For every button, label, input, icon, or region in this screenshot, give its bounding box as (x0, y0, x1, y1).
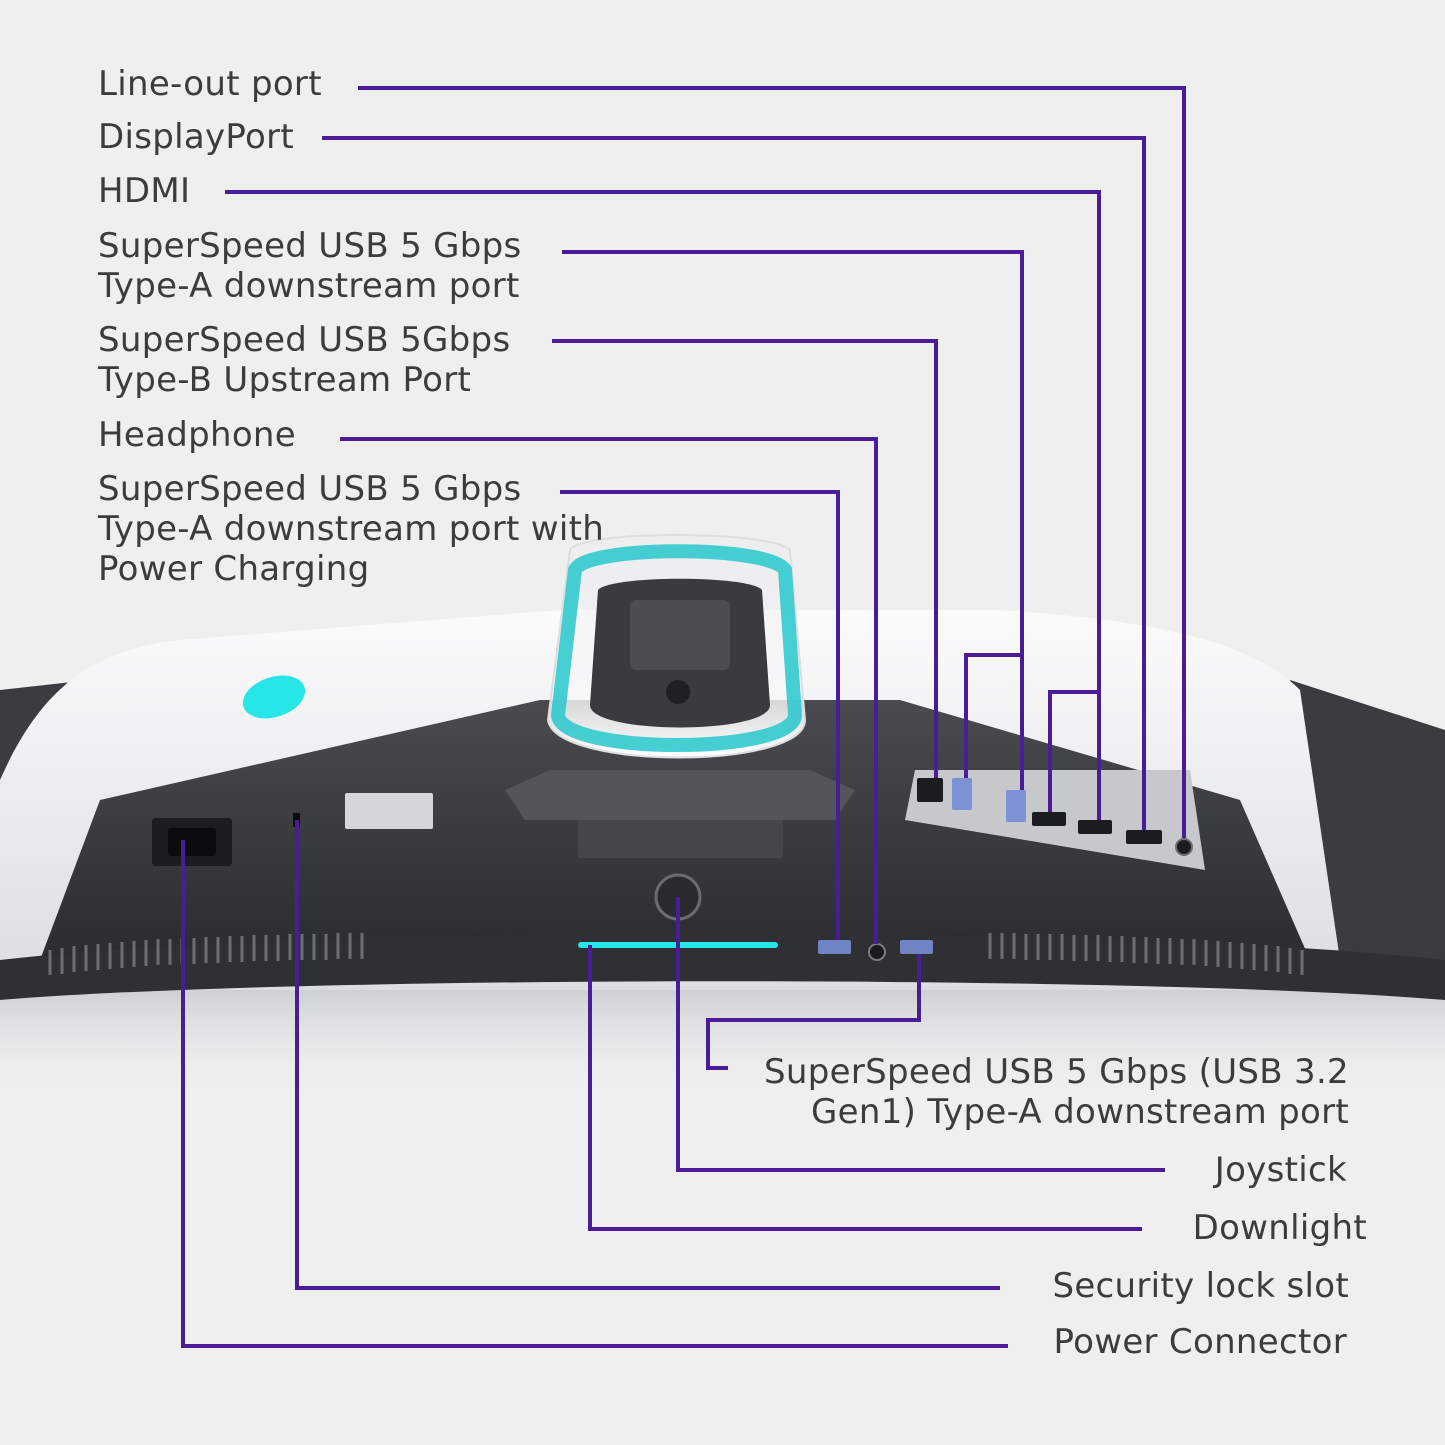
label-security-lock-slot: Security lock slot (1052, 1266, 1349, 1306)
bottom-usb-a-gen1 (900, 940, 933, 954)
vents-right (988, 933, 1304, 975)
alien-logo-icon (242, 675, 306, 719)
leader-lines (181, 86, 1186, 1348)
io-displayport (1126, 830, 1162, 844)
leader-usb-b (552, 339, 938, 778)
label-usb-a-gen1: SuperSpeed USB 5 Gbps (USB 3.2 Gen1) Typ… (764, 1052, 1349, 1132)
label-line-out-port: Line-out port (98, 64, 322, 104)
stand-screw (666, 680, 690, 704)
stand-light-ring (550, 544, 803, 752)
label-headphone: Headphone (98, 415, 296, 455)
leader-joystick (676, 897, 1165, 1172)
label-downlight: Downlight (1193, 1208, 1367, 1248)
leader-usb-gen1 (706, 954, 921, 1070)
label-line: Downlight (1192, 1208, 1367, 1248)
stand-hinge (630, 600, 730, 670)
label-line: SuperSpeed USB 5 Gbps (98, 226, 522, 266)
leader-downlight (588, 945, 1142, 1231)
leader-power (181, 840, 1008, 1348)
label-line: Type-A downstream port with (98, 509, 605, 549)
stand-mount (505, 770, 855, 820)
label-hdmi: HDMI (98, 171, 190, 211)
label-line: Joystick (1214, 1150, 1347, 1190)
label-line: Type-A downstream port (98, 266, 520, 306)
label-power-connector: Power Connector (1054, 1322, 1347, 1362)
label-line: SuperSpeed USB 5 Gbps (USB 3.2 (763, 1052, 1349, 1092)
label-line: SuperSpeed USB 5 Gbps (98, 469, 522, 509)
label-line: HDMI (98, 171, 191, 211)
label-usb-a-downstream: SuperSpeed USB 5 Gbps Type-A downstream … (98, 226, 522, 306)
leader-displayport (322, 136, 1146, 830)
label-usb-a-charging: SuperSpeed USB 5 Gbps Type-A downstream … (98, 469, 604, 589)
leader-headphone (340, 437, 878, 944)
label-line: Gen1) Type-A downstream port (811, 1092, 1349, 1132)
label-usb-b-upstream: SuperSpeed USB 5Gbps Type-B Upstream Por… (98, 320, 510, 400)
leader-line-out (358, 86, 1186, 838)
label-line: Type-B Upstream Port (98, 360, 472, 400)
io-hdmi-1 (1032, 812, 1066, 826)
regulatory-label (345, 793, 433, 829)
io-usb-b (917, 778, 943, 802)
floor-shadow (0, 990, 1445, 1100)
io-usb-a-2 (1006, 790, 1026, 822)
power-connector-socket (168, 828, 216, 856)
label-displayport: DisplayPort (98, 117, 294, 157)
label-line: Security lock slot (1052, 1266, 1349, 1306)
label-line: Power Charging (98, 549, 370, 589)
stand-neck (578, 820, 783, 858)
bottom-headphone-jack (868, 943, 886, 961)
label-line: Power Connector (1053, 1322, 1347, 1362)
label-line: Line-out port (98, 64, 322, 104)
label-line: DisplayPort (98, 117, 295, 157)
io-hdmi-2 (1078, 820, 1112, 834)
label-line: SuperSpeed USB 5Gbps (98, 320, 511, 360)
label-line: Headphone (98, 415, 297, 455)
label-joystick: Joystick (1215, 1150, 1347, 1190)
io-usb-a-1 (952, 778, 972, 810)
leader-security (295, 820, 1000, 1290)
bottom-usb-a-charging (818, 940, 851, 954)
io-line-out (1175, 838, 1193, 856)
leader-usb-charging (560, 490, 840, 940)
